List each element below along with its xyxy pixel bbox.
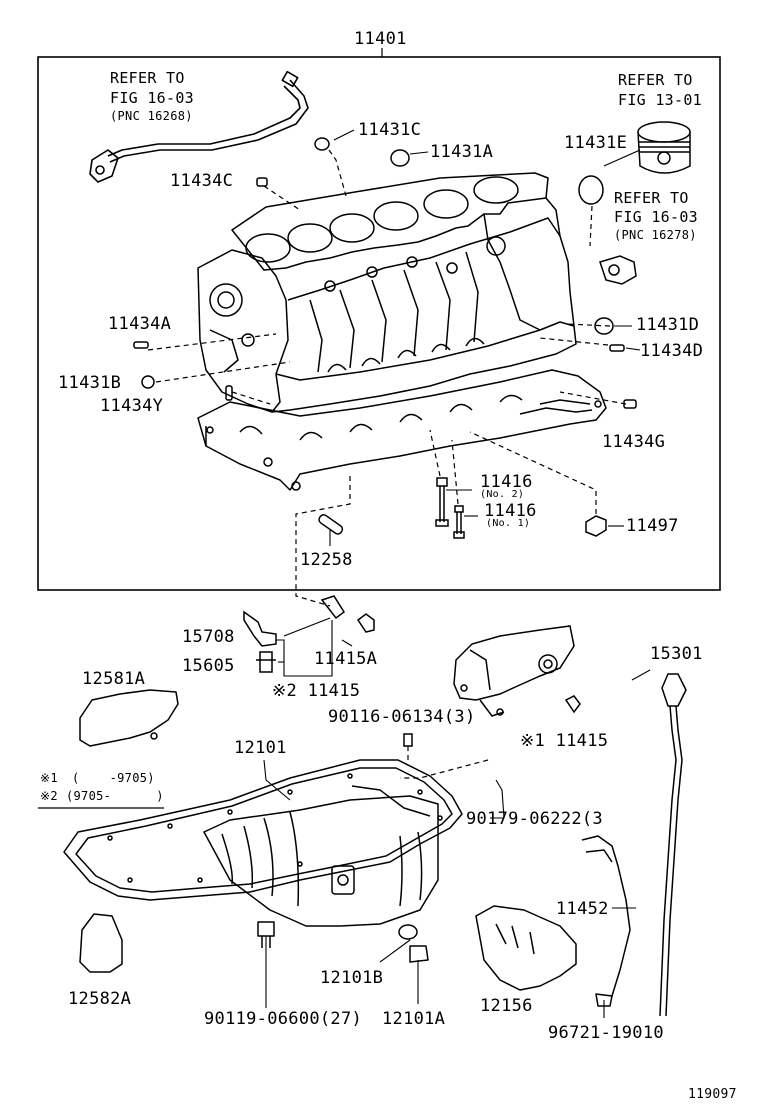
part-12101: 12101 (234, 738, 287, 758)
part-12101B: 12101B (320, 968, 384, 988)
sensors-drawing (243, 595, 581, 747)
part-11431B: 11431B (58, 373, 122, 393)
legend-row1-range: ( -9705) (72, 771, 155, 785)
part-90119: 90119-06600(27) (204, 1009, 363, 1029)
cylinder-block-drawing (197, 172, 577, 413)
part-11434A: 11434A (108, 314, 172, 334)
part-11415-1: ※1 11415 (520, 731, 609, 751)
part-12581A: 12581A (82, 669, 146, 689)
crankcase-stiffener-drawing (197, 369, 607, 491)
part-11497: 11497 (626, 516, 679, 536)
part-11416-no2: 11416 (480, 472, 533, 492)
dashed-leaders (147, 149, 627, 779)
part-15605: 15605 (182, 656, 235, 676)
part-11431C: 11431C (358, 120, 422, 140)
label-leaders (263, 129, 651, 1018)
small-parts-drawing (133, 137, 637, 539)
part-11431E: 11431E (564, 133, 628, 153)
part-11434D: 11434D (640, 341, 704, 361)
part-11416-no1-note: (No. 1) (486, 518, 531, 529)
ref-top-right-line2: FIG 13-01 (618, 91, 702, 109)
part-12258: 12258 (300, 550, 353, 570)
part-11452: 11452 (556, 899, 609, 919)
title-part-number: 11401 (354, 29, 407, 49)
ref-right-mid-line1: REFER TO (614, 189, 689, 207)
part-15708: 15708 (182, 627, 235, 647)
part-15301: 15301 (650, 644, 703, 664)
part-11415-2: ※2 11415 (272, 681, 361, 701)
part-11416-no1: 11416 (484, 501, 537, 521)
ref-top-left-line3: (PNC 16268) (110, 109, 193, 123)
part-11434Y: 11434Y (100, 396, 164, 416)
ref-top-left-line1: REFER TO (110, 69, 185, 87)
legend-row1-mark: ※1 (40, 771, 58, 785)
part-11431D: 11431D (636, 315, 700, 335)
oil-pan-drawing (63, 759, 463, 927)
ref-top-left-line2: FIG 16-03 (110, 89, 194, 107)
part-11434G: 11434G (602, 432, 666, 452)
part-11415A: 11415A (314, 649, 378, 669)
legend-row2-range: (9705- ) (66, 789, 164, 803)
ref-right-mid-line2: FIG 16-03 (614, 208, 698, 226)
legend-row2-mark: ※2 (40, 789, 58, 803)
part-96721: 96721-19010 (548, 1023, 664, 1043)
piston-drawing (637, 121, 691, 174)
oil-tube-drawing (89, 70, 309, 183)
part-11434C: 11434C (170, 171, 234, 191)
ref-top-right-line1: REFER TO (618, 71, 693, 89)
diagram-code: 119097 (688, 1087, 737, 1102)
ref-right-mid-line3: (PNC 16278) (614, 228, 697, 242)
part-12101A: 12101A (382, 1009, 446, 1029)
part-11431A: 11431A (430, 142, 494, 162)
assembly-frame (37, 56, 721, 591)
bottom-parts-drawing (79, 673, 687, 1017)
part-90116: 90116-06134(3) (328, 707, 476, 727)
part-90179: 90179-06222(3 (466, 809, 603, 829)
part-12582A: 12582A (68, 989, 132, 1009)
part-12156: 12156 (480, 996, 533, 1016)
part-11416-no2-note: (No. 2) (480, 489, 525, 500)
